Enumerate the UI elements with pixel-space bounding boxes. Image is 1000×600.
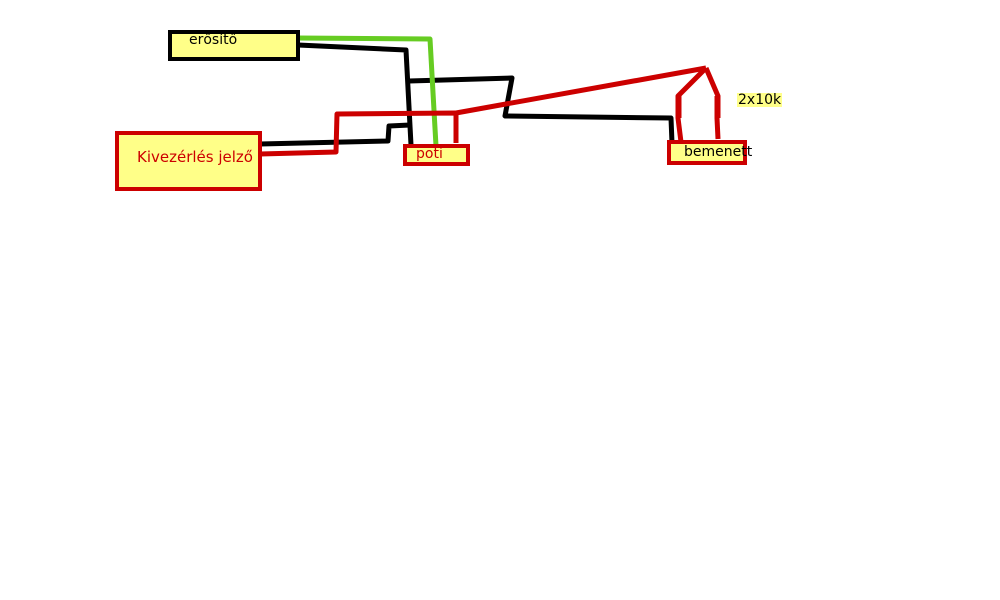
- wire-amplifier-to-poti-green: [297, 35, 439, 147]
- wire-indicator-loop-red: [259, 110, 459, 157]
- wire-ground-to-input: [408, 75, 675, 144]
- wire-indicator-to-poti: [259, 122, 411, 147]
- resistors-label: 2x10k: [737, 92, 783, 108]
- wire-poti-to-resistors-red: [455, 65, 707, 116]
- wire-resistor-left: [675, 66, 708, 143]
- amplifier-box: [168, 30, 300, 61]
- wire-amplifier-to-poti: [297, 42, 414, 146]
- input-label: bemenett: [684, 144, 753, 160]
- resistor-right: [714, 96, 721, 118]
- input-box: [667, 140, 747, 165]
- potentiometer-box: [403, 144, 470, 166]
- level-indicator-label: Kivezérlés jelző: [137, 148, 253, 166]
- amplifier-label: erősítő: [189, 32, 238, 48]
- potentiometer-label: poti: [416, 146, 443, 162]
- resistor-left: [675, 96, 682, 118]
- level-indicator-box: [115, 131, 262, 191]
